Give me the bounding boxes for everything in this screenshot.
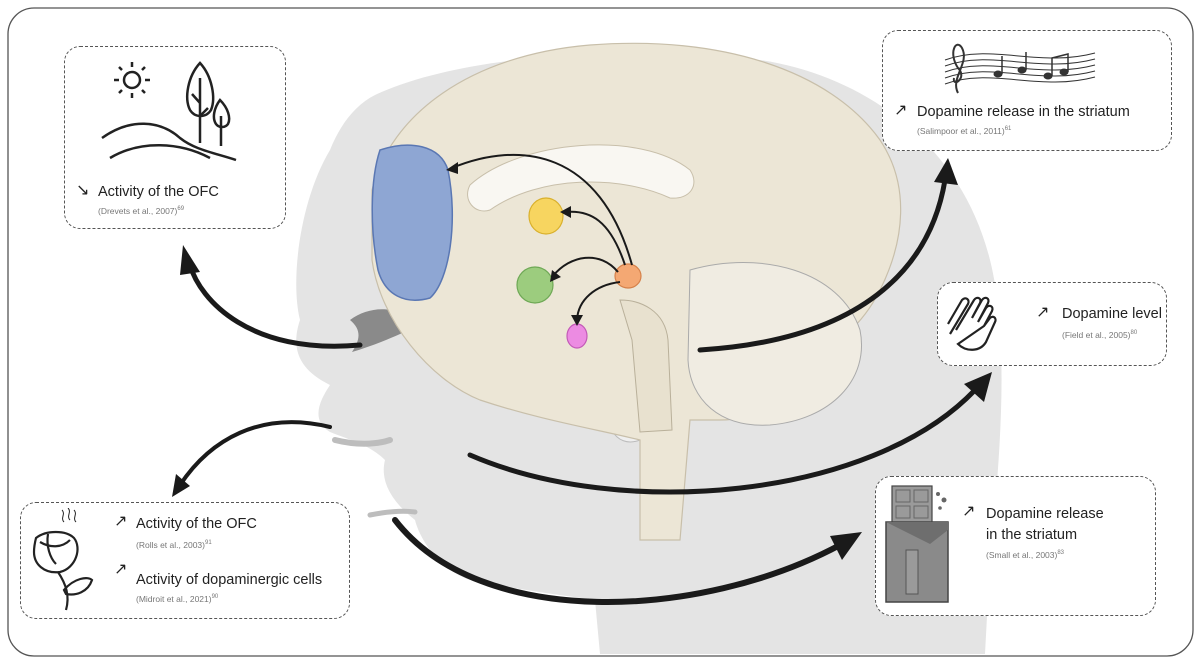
music-citation-text: (Salimpoor et al., 2011) <box>917 126 1005 136</box>
mouth-shading <box>370 511 415 515</box>
caudate-region <box>529 198 563 234</box>
sight-effect: Activity of the OFC <box>98 184 219 200</box>
touch-effect: Dopamine level <box>1062 306 1162 322</box>
landscape-sun-trees-icon <box>100 58 240 168</box>
rose-flower-icon <box>26 508 98 613</box>
smell-ref-1: 91 <box>205 540 212 546</box>
arrow-up-right-icon: ↗ <box>114 562 127 578</box>
sight-ref: 69 <box>177 206 184 212</box>
music-citation: (Salimpoor et al., 2011)61 <box>917 126 1011 136</box>
taste-effect-line1: Dopamine release <box>986 506 1104 522</box>
nucleus-accumbens-region <box>517 267 553 303</box>
music-effect: Dopamine release in the striatum <box>917 104 1130 120</box>
vta-region <box>615 264 641 288</box>
smell-arrow <box>180 422 330 485</box>
smell-citation-2: (Midroit et al., 2021)90 <box>136 594 218 604</box>
sight-arrowhead <box>180 245 200 275</box>
taste-citation: (Small et al., 2003)83 <box>986 550 1064 560</box>
ofc-region <box>372 145 452 300</box>
chocolate-bar-icon <box>880 480 970 610</box>
smell-citation-2-text: (Midroit et al., 2021) <box>136 594 212 604</box>
taste-effect-line2: in the striatum <box>986 527 1077 543</box>
music-ref: 61 <box>1005 126 1012 132</box>
arrow-up-right-icon: ↗ <box>114 514 127 530</box>
touching-hands-icon <box>946 290 1004 356</box>
taste-ref: 83 <box>1057 550 1064 556</box>
smell-ref-2: 90 <box>212 594 219 600</box>
touch-citation: (Field et al., 2005)80 <box>1062 330 1137 340</box>
taste-citation-text: (Small et al., 2003) <box>986 550 1057 560</box>
arrow-up-right-icon: ↗ <box>1036 305 1049 321</box>
touch-citation-text: (Field et al., 2005) <box>1062 330 1131 340</box>
smell-citation-1: (Rolls et al., 2003)91 <box>136 540 212 550</box>
music-staff-notes-icon <box>940 38 1100 98</box>
touch-ref: 80 <box>1131 330 1138 336</box>
sight-citation: (Drevets et al., 2007)69 <box>98 206 184 216</box>
olfactory-region <box>567 324 587 348</box>
arrow-down-right-icon: ↘ <box>76 183 89 199</box>
smell-effect-1: Activity of the OFC <box>136 516 257 532</box>
arrow-up-right-icon: ↗ <box>894 103 907 119</box>
smell-citation-1-text: (Rolls et al., 2003) <box>136 540 205 550</box>
sight-citation-text: (Drevets et al., 2007) <box>98 206 177 216</box>
smell-effect-2: Activity of dopaminergic cells <box>136 572 322 588</box>
arrow-up-right-icon: ↗ <box>962 504 975 520</box>
